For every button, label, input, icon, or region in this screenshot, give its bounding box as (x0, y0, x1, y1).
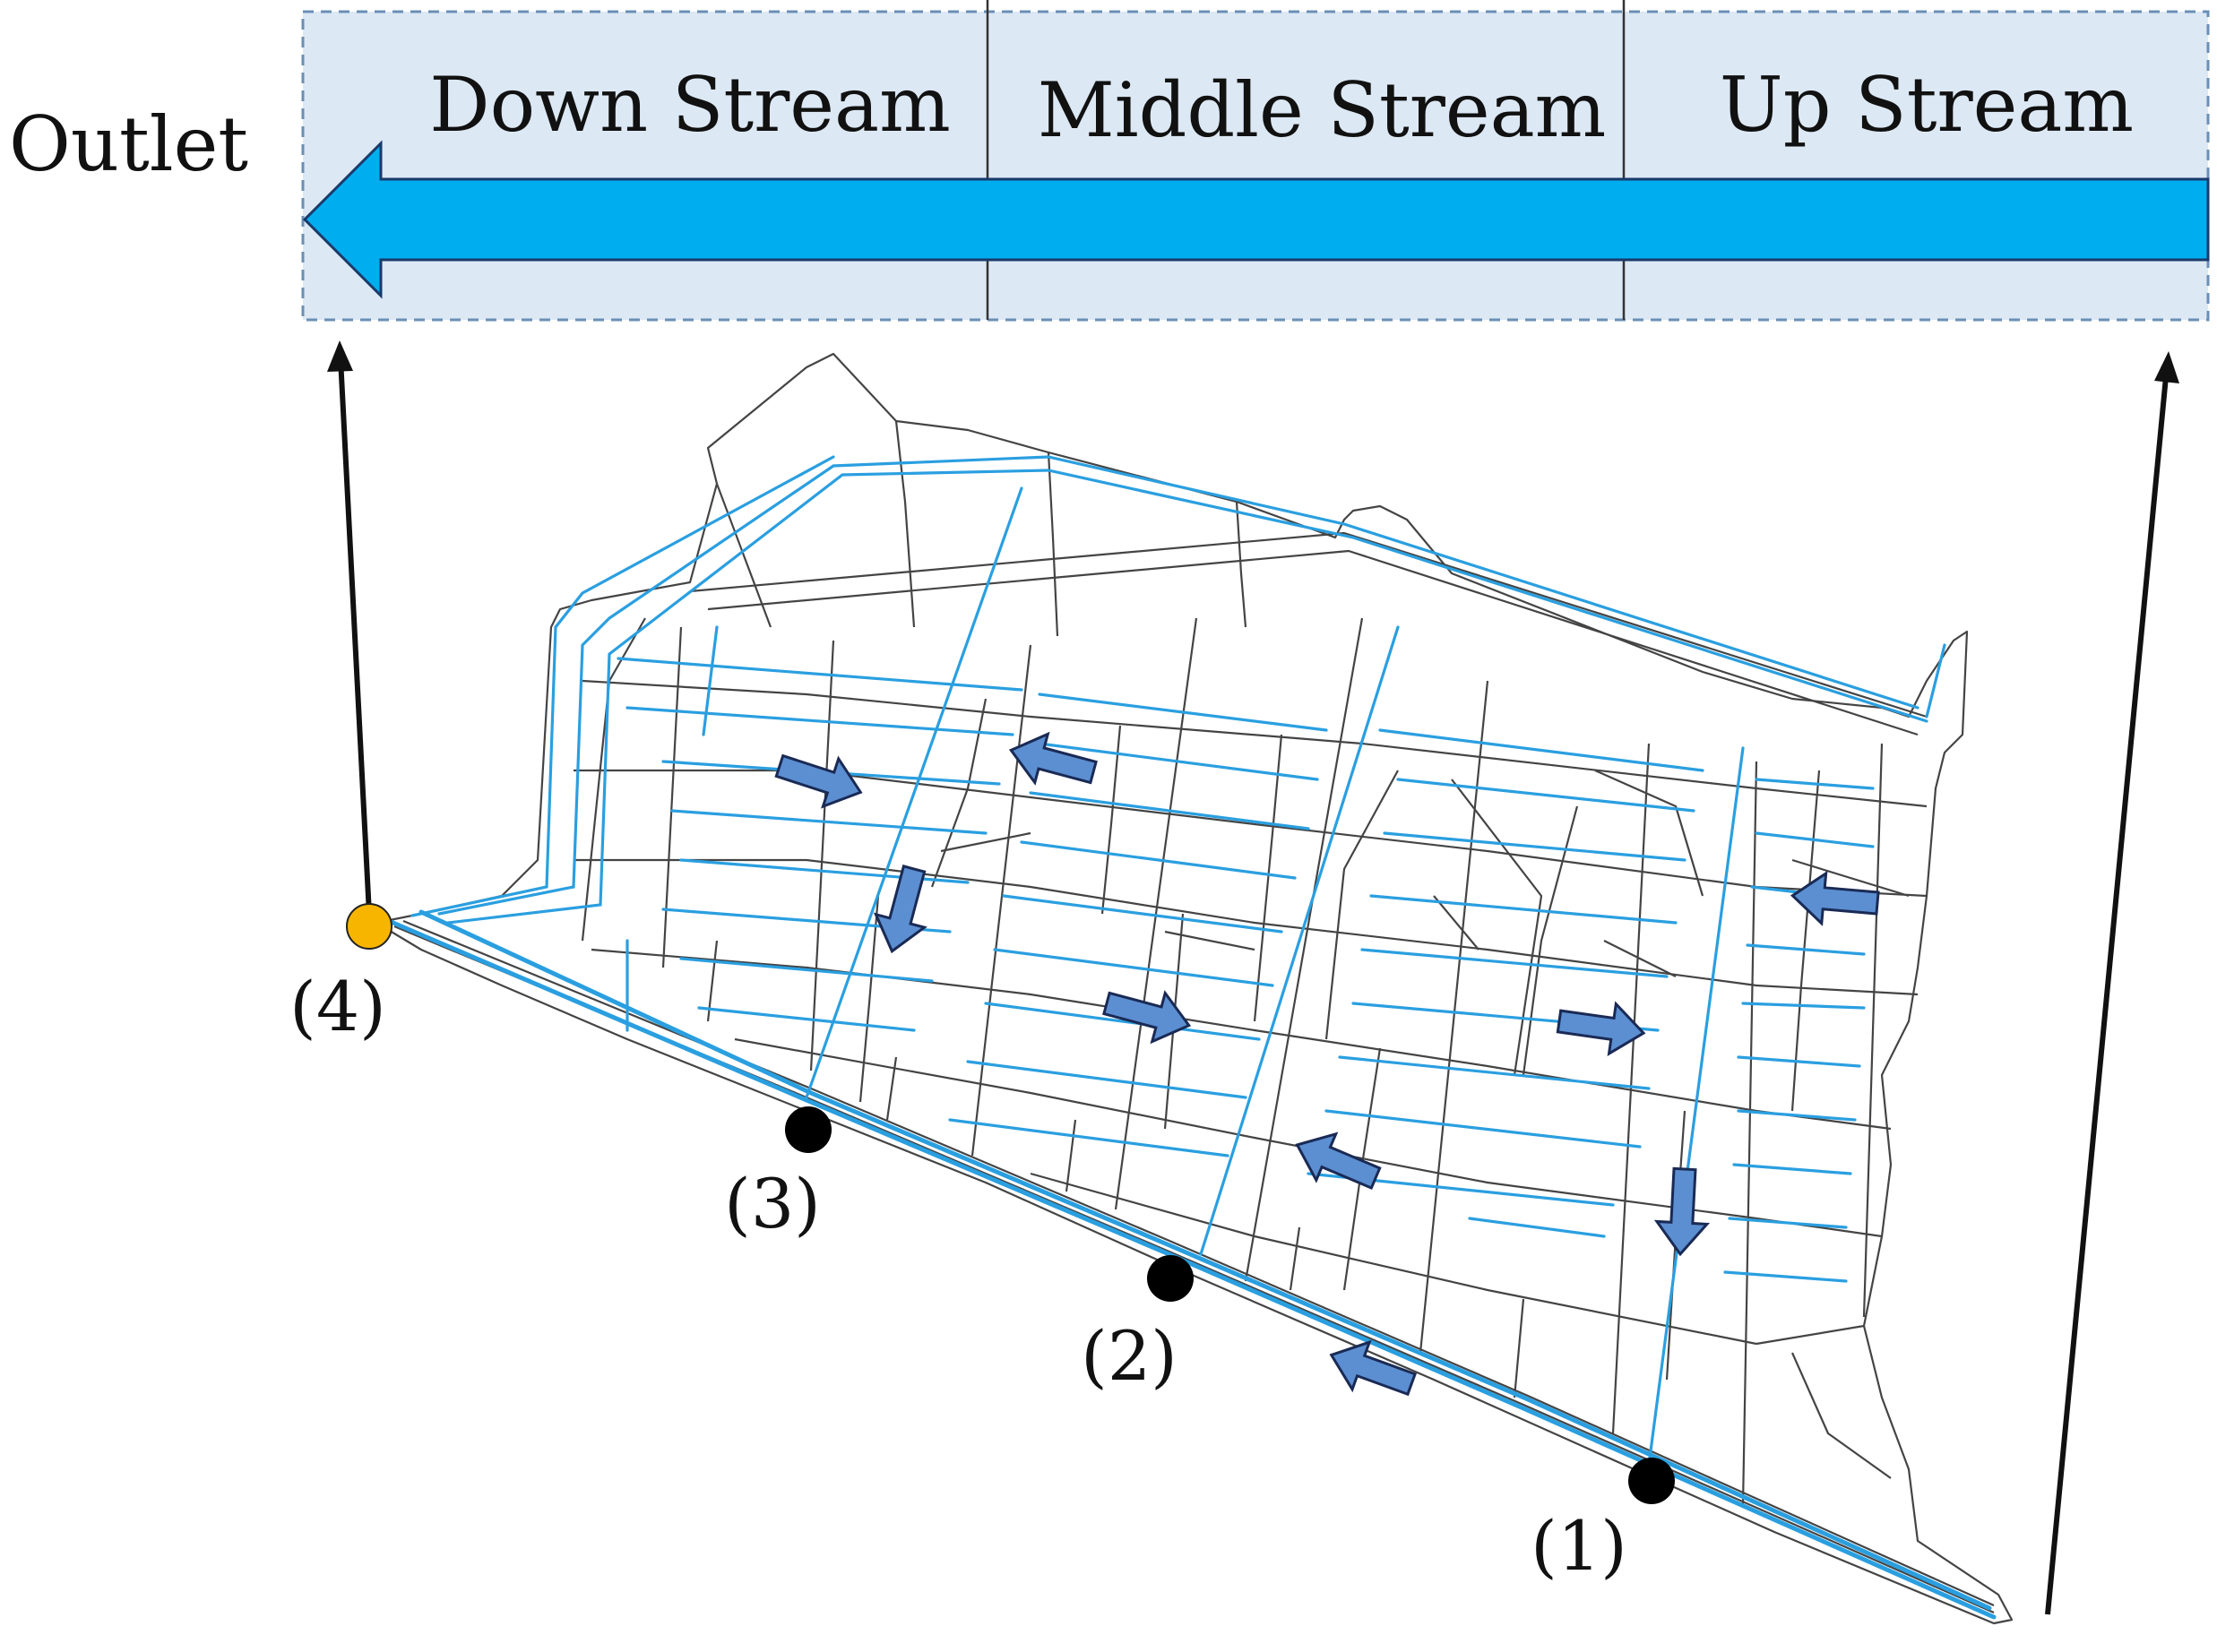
main-canal (374, 913, 1997, 1620)
flow-arrow-2 (1008, 731, 1098, 786)
point-label-4: (4) (289, 967, 386, 1046)
flow-direction-arrow (302, 140, 2210, 299)
flow-arrow-8 (1653, 1166, 1711, 1257)
stream-band: Down Stream Middle Stream Up Stream (301, 0, 2210, 322)
stream-band-box (301, 10, 2210, 322)
point-label-1: (1) (1531, 1506, 1627, 1586)
flow-arrow-6 (1556, 1001, 1646, 1056)
drainage-channels (374, 455, 1997, 1620)
stage-label-middle-stream: Middle Stream (1038, 66, 1607, 154)
mesh-flow-arrows (774, 731, 1880, 1397)
flow-arrow-9 (1329, 1339, 1418, 1397)
point-marker-2 (1147, 1255, 1194, 1302)
flow-arrow-3 (873, 865, 927, 954)
flow-arrow-5 (1295, 1131, 1382, 1191)
stage-label-down-stream: Down Stream (429, 61, 951, 149)
flow-arrow-7 (1790, 870, 1880, 926)
drainage-mesh (375, 352, 2014, 1625)
flow-arrow-1 (774, 753, 863, 809)
point-label-2: (2) (1081, 1316, 1178, 1396)
left-pointer-arrow (327, 340, 372, 915)
point-marker-4 (346, 903, 393, 950)
point-label-3: (3) (724, 1164, 821, 1243)
point-marker-3 (785, 1106, 832, 1153)
point-marker-1 (1628, 1458, 1675, 1504)
outlet-label: Outlet (9, 100, 248, 188)
mesh-boundary (375, 352, 2014, 1625)
measurement-points: (1) (2) (3) (4) (289, 903, 1675, 1586)
stage-label-up-stream: Up Stream (1720, 61, 2134, 149)
flow-arrow-4 (1102, 990, 1192, 1045)
right-pointer-arrow (2045, 351, 2179, 1615)
